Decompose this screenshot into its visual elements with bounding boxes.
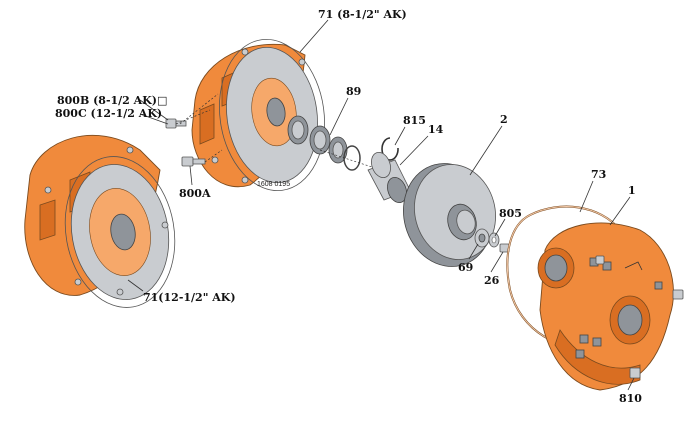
leader-lines (127, 19, 635, 391)
impeller-nut-69 (474, 228, 490, 248)
label-gasket-73: 73 (591, 168, 606, 181)
adapter-12-5-ak (24, 135, 176, 308)
washer-805 (488, 232, 500, 248)
label-ring-815: 815 (403, 114, 426, 127)
adapter-8-5-ak (191, 38, 325, 192)
label-plug-26: 26 (484, 274, 500, 287)
label-impeller-2: 2 (500, 113, 508, 126)
label-bolts-810: 810 (619, 392, 642, 405)
impeller-2 (403, 163, 496, 267)
label-washer-805: 805 (499, 207, 522, 220)
label-sleeve-14: 14 (428, 123, 444, 136)
label-nut-69: 69 (458, 261, 473, 274)
label-seal-89: 89 (346, 85, 361, 98)
shaft-sleeve-14 (367, 152, 411, 203)
label-adapter-12-5: 71(12-1/2" AK) (143, 291, 236, 304)
casing-bolts-810 (595, 255, 684, 379)
label-casing-1: 1 (628, 184, 636, 197)
screw-800b-800c (165, 118, 187, 129)
mechanical-seal-89 (287, 115, 361, 171)
screw-800a (181, 156, 206, 167)
label-adapter-8-5: 71 (8-1/2" AK) (318, 8, 407, 21)
pump-casing-1 (537, 222, 674, 391)
label-screw-800b: 800B (8-1/2 AK)□ (57, 94, 167, 107)
part-code-text: 1608 0195 (257, 181, 290, 188)
label-screw-800c: 800C (12-1/2 AK) (55, 107, 162, 120)
label-screw-800a: 800A (179, 187, 211, 200)
